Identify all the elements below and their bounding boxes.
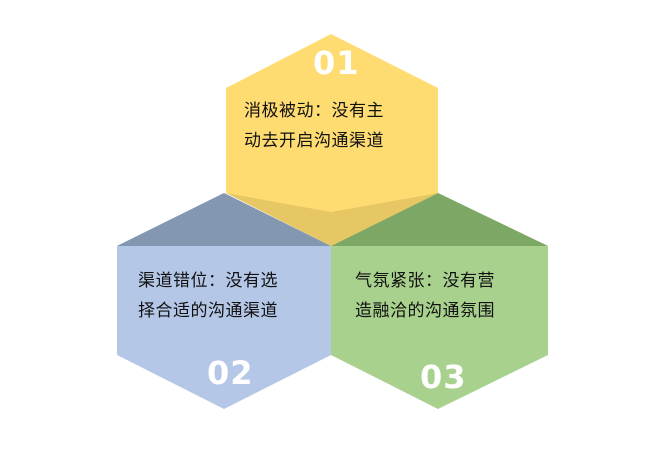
hexagon-02-line-2: 择合适的沟通渠道 — [138, 301, 278, 321]
hexagon-03 — [331, 193, 548, 409]
hexagon-02-text: 渠道错位：没有选 择合适的沟通渠道 — [138, 266, 278, 326]
hexagon-03-number: 03 — [420, 358, 467, 396]
hexagon-02-line-1: 渠道错位：没有选 — [138, 271, 278, 291]
hexagon-02-number: 02 — [207, 354, 254, 392]
hexagon-03-text: 气氛紧张：没有营 造融洽的沟通氛围 — [355, 266, 495, 326]
hexagon-01-number: 01 — [313, 44, 360, 82]
hexagon-03-line-2: 造融洽的沟通氛围 — [355, 301, 495, 321]
hexagon-03-line-1: 气氛紧张：没有营 — [355, 271, 495, 291]
hexagon-overlap-zone — [226, 193, 438, 246]
hexagon-01-line-2: 动去开启沟通渠道 — [244, 131, 384, 151]
hexagon-01-text: 消极被动：没有主 动去开启沟通渠道 — [244, 96, 384, 156]
hexagon-01 — [226, 34, 438, 246]
hexagon-01-line-1: 消极被动：没有主 — [244, 101, 384, 121]
hexagon-02-top-face — [117, 193, 331, 246]
hexagon-02 — [117, 193, 331, 409]
hexagon-03-top-face — [331, 193, 548, 246]
